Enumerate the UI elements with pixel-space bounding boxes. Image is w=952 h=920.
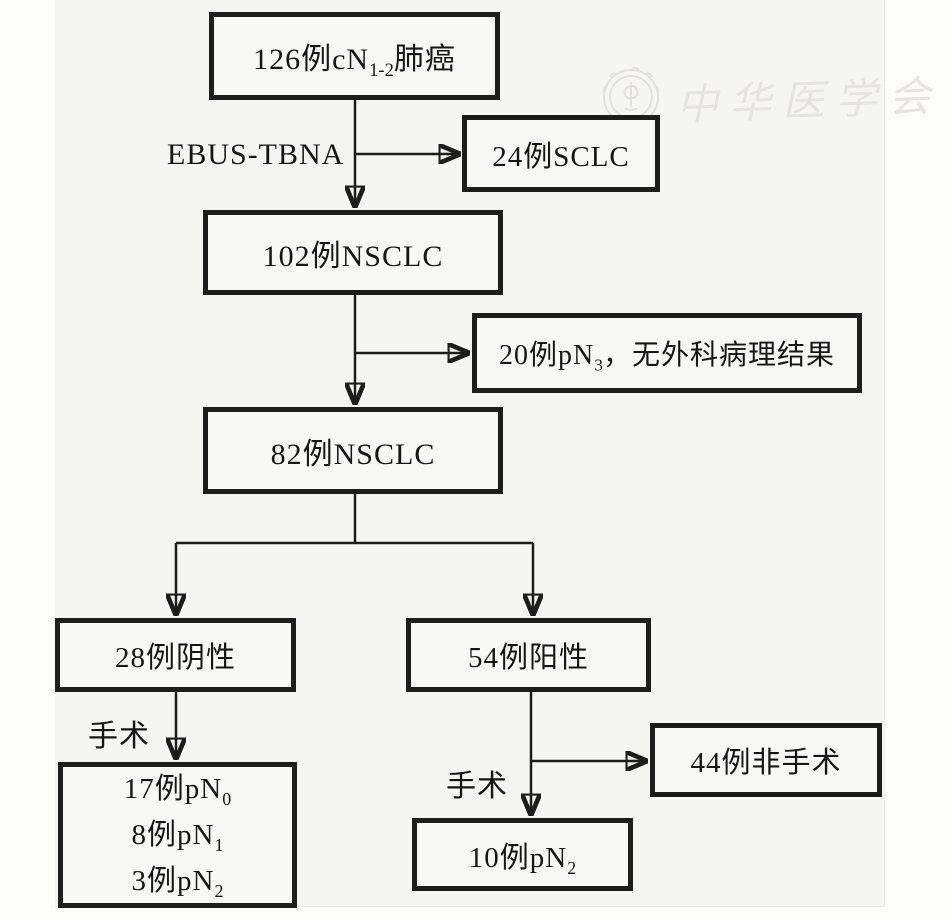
node-non-surgery-label: 44例非手术 [690, 747, 842, 779]
node-non-surgery: 44例非手术 [650, 723, 882, 797]
node-total-patients: 126例cN1-2肺癌 [209, 12, 500, 100]
node-sclc: 24例SCLC [462, 115, 660, 192]
pathology-line-pn2: 3例pN2 [131, 865, 224, 901]
node-pn3-no-surgical-pathology: 20例pN3，无外科病理结果 [472, 313, 862, 393]
label-surgery-left: 手术 [88, 720, 150, 753]
pathology-line-pn1: 8例pN1 [131, 819, 224, 855]
label-surgery-right: 手术 [446, 770, 508, 803]
node-negative-label: 28例阴性 [114, 642, 236, 674]
pathology-line-pn0: 17例pN0 [123, 773, 232, 809]
node-surgical-pathology-results: 17例pN0 8例pN1 3例pN2 [58, 762, 297, 908]
node-pn2: 10例pN2 [412, 818, 633, 891]
node-sclc-label: 24例SCLC [492, 140, 630, 173]
node-total-label: 126例cN1-2肺癌 [253, 43, 456, 81]
node-nsclc-82: 82例NSCLC [203, 407, 503, 494]
node-negative: 28例阴性 [55, 618, 296, 692]
label-ebus-tbna: EBUS-TBNA [167, 138, 345, 171]
node-surgical-pathology-lines: 17例pN0 8例pN1 3例pN2 [124, 767, 231, 903]
node-nsclc-102-label: 102例NSCLC [262, 239, 444, 273]
node-nsclc-82-label: 82例NSCLC [270, 437, 436, 471]
node-pn2-label: 10例pN2 [468, 841, 577, 878]
node-nsclc-102: 102例NSCLC [203, 210, 503, 295]
node-pn3-label: 20例pN3，无外科病理结果 [499, 340, 835, 375]
node-positive-label: 54例阳性 [467, 642, 589, 674]
node-positive: 54例阳性 [406, 618, 651, 692]
